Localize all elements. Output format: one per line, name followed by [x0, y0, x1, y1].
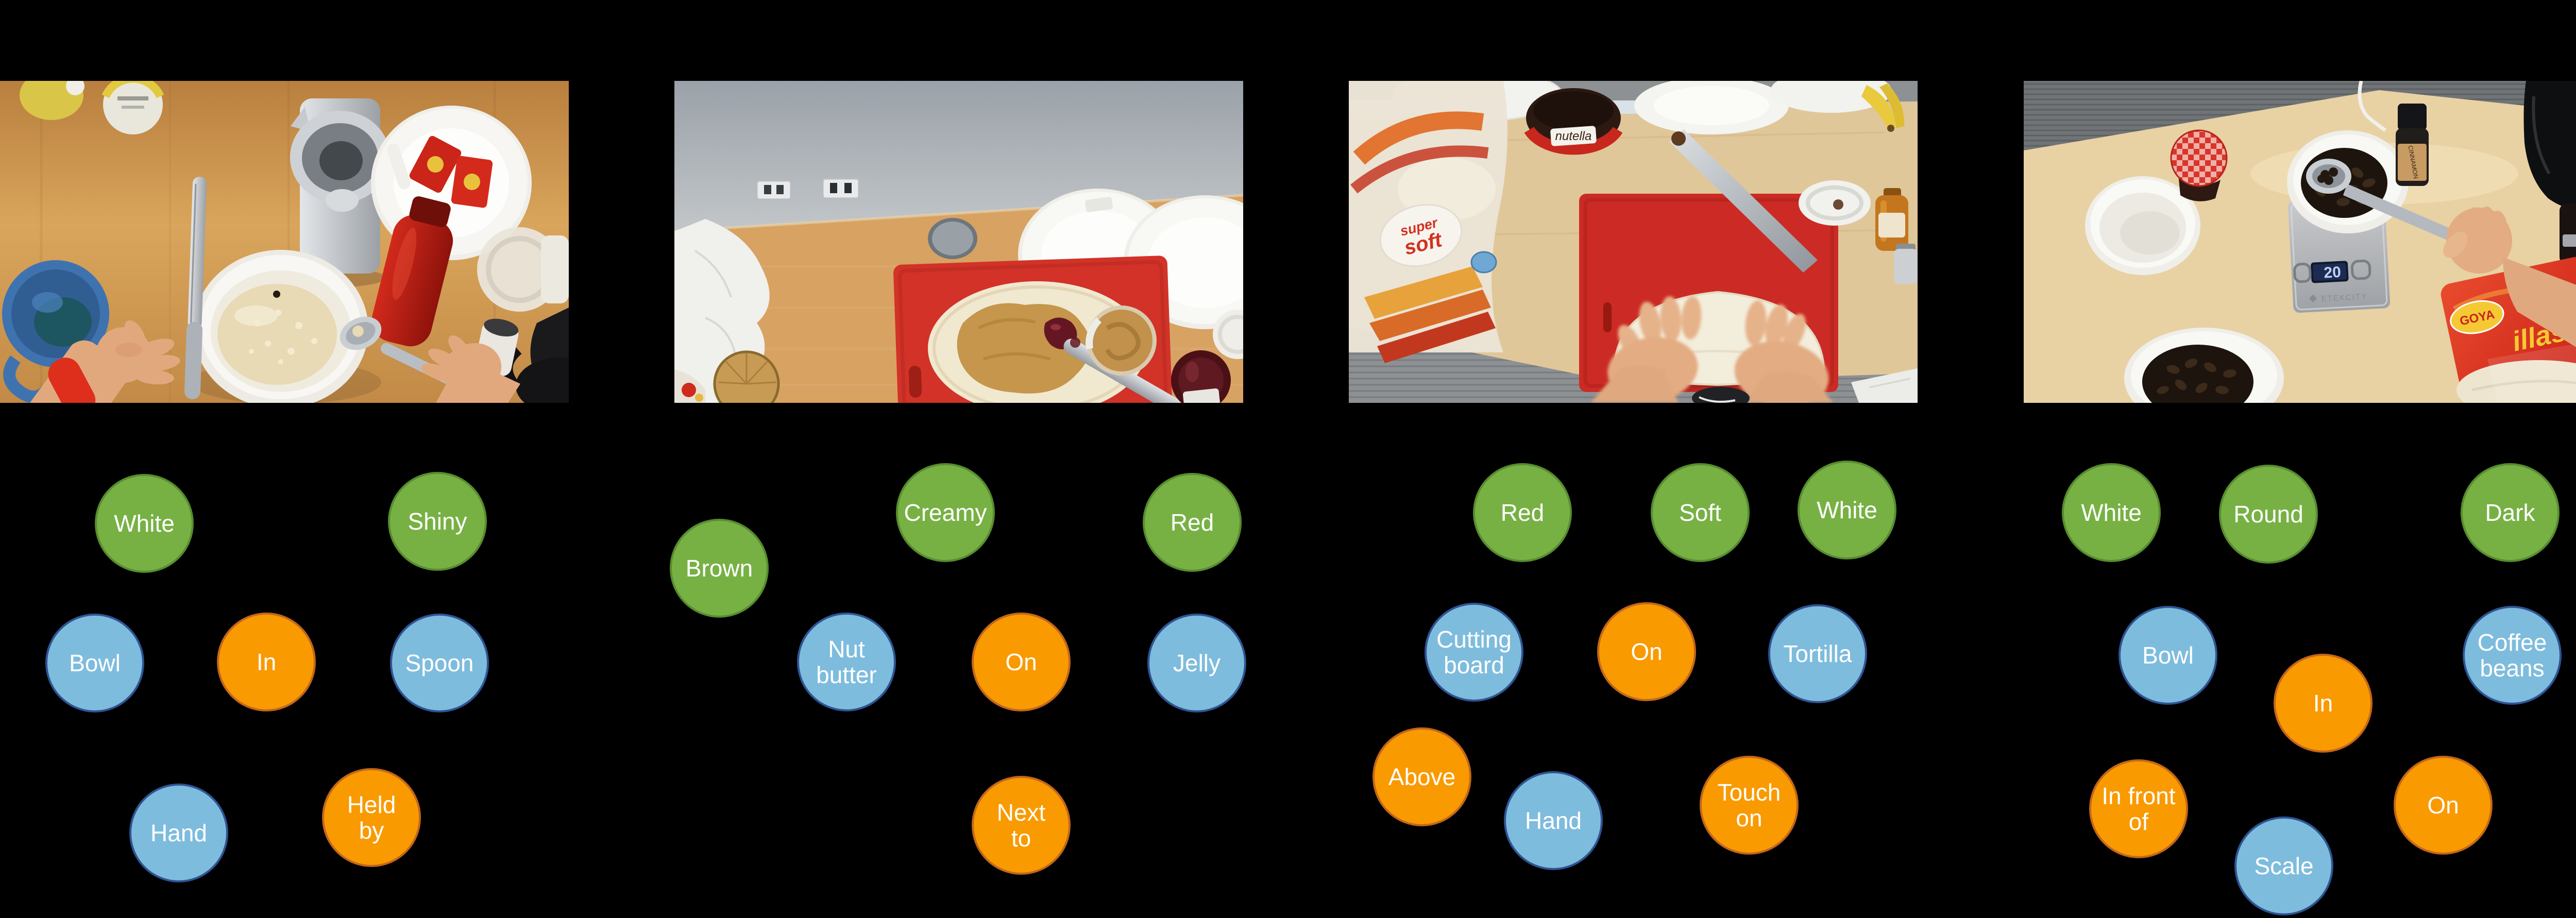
graph-node-cutting-board: Cutting board	[1425, 603, 1523, 702]
scale-button-right	[2350, 259, 2371, 280]
photo-oatmeal-scene	[0, 81, 569, 403]
graph-node-above: Above	[1372, 727, 1471, 826]
graph-node-creamy: Creamy	[896, 463, 995, 562]
measuring-spoon	[2306, 159, 2462, 245]
graph-node-in-front-of: In front of	[2089, 759, 2188, 858]
right-hand	[421, 335, 520, 403]
beans-bowl-bottom	[2124, 328, 2284, 403]
board-handle-slot	[908, 366, 922, 398]
graph-node-bowl: Bowl	[45, 614, 144, 712]
coffee-beans	[2157, 358, 2236, 395]
left-hand	[1591, 296, 1702, 403]
graph-node-on: On	[2394, 756, 2493, 855]
graph-node-white: White	[2062, 463, 2161, 562]
wrapped-tortillas	[2456, 344, 2576, 403]
red-bottle	[371, 196, 453, 347]
graph-node-round: Round	[2219, 465, 2318, 564]
graph-node-held-by: Held by	[322, 768, 421, 867]
graph-node-white: White	[1798, 461, 1896, 559]
grommet-hole	[928, 218, 977, 259]
right-hand	[2443, 207, 2576, 347]
banana	[1861, 83, 1905, 132]
knife	[1669, 129, 1818, 273]
graph-node-in: In	[217, 613, 316, 711]
dark-jar	[2560, 203, 2576, 264]
kettle	[2523, 81, 2576, 264]
empty-bowl	[2085, 176, 2200, 275]
graph-node-in: In	[2274, 654, 2372, 753]
graph-node-bowl: Bowl	[2119, 606, 2217, 705]
graph-node-hand: Hand	[1504, 771, 1603, 870]
power-outlets	[756, 178, 860, 200]
knife	[184, 177, 207, 399]
red-packets	[409, 135, 493, 208]
graph-node-soft: Soft	[1651, 463, 1750, 562]
red-spatula	[48, 358, 96, 403]
forearm	[2503, 257, 2576, 347]
bread-bag-corner	[674, 369, 705, 403]
graph-node-on: On	[1597, 602, 1696, 701]
shoe	[1692, 387, 1750, 403]
tortilla-package: super soft	[1349, 81, 1507, 363]
oatmeal	[217, 284, 337, 385]
honey-bottle	[1875, 188, 1908, 251]
graph-node-red: Red	[1473, 463, 1572, 562]
white-lid	[1213, 310, 1243, 359]
graph-node-red: Red	[1143, 473, 1242, 572]
photo-coffee-beans-scene: 20 ETEKCITY	[2024, 81, 2576, 403]
scale-display-value: 20	[2324, 264, 2342, 282]
board-handle-slot	[1603, 302, 1612, 332]
graph-node-shiny: Shiny	[388, 472, 487, 571]
graph-node-brown: Brown	[670, 519, 769, 618]
spice-jar	[1894, 244, 1918, 284]
scale-brand: ETEKCITY	[2321, 292, 2367, 303]
photo-nut-butter-jelly-scene	[674, 81, 1243, 403]
jelly-jar	[1171, 350, 1231, 403]
hands	[1591, 296, 1833, 403]
graph-node-scale: Scale	[2234, 817, 2333, 915]
white-cloth	[1851, 368, 1918, 403]
left-hand	[30, 320, 180, 403]
right-hand	[1734, 300, 1833, 403]
graph-node-tortilla: Tortilla	[1768, 604, 1867, 703]
graph-node-on: On	[972, 613, 1071, 711]
nutella-label: nutella	[1555, 129, 1592, 143]
graph-node-jelly: Jelly	[1147, 614, 1246, 712]
peppercorn	[273, 291, 280, 298]
count-sticker	[1470, 251, 1497, 274]
nutella-jar: nutella	[1524, 88, 1623, 155]
graph-node-dark: Dark	[2461, 463, 2560, 562]
canister	[101, 81, 164, 134]
graph-node-coffee-beans: Coffee beans	[2463, 606, 2562, 705]
graph-node-next-to: Next to	[972, 776, 1071, 875]
white-lid	[1799, 180, 1871, 226]
dark-mug-corner	[474, 308, 569, 403]
graph-node-spoon: Spoon	[390, 614, 489, 712]
scale-button-left	[2293, 263, 2312, 283]
photo-tortilla-folding-scene: nutella	[1349, 81, 1918, 403]
white-tube	[387, 143, 411, 190]
graph-node-nut-butter: Nut butter	[797, 613, 896, 711]
oatmeal-bowl	[191, 250, 381, 403]
jam-jar	[2170, 129, 2228, 201]
cinnamon-bottle: CINNAMON	[2396, 104, 2429, 186]
white-container	[541, 235, 569, 303]
graph-node-touch-on: Touch on	[1700, 756, 1799, 855]
skewer-cup	[713, 350, 780, 403]
peanut-butter-jar	[1086, 305, 1157, 376]
super-soft-badge: super soft	[1379, 203, 1463, 267]
graph-node-hand: Hand	[129, 784, 228, 882]
power-cord	[2358, 81, 2386, 132]
yellow-bottle	[20, 81, 84, 120]
graph-node-white: White	[95, 474, 194, 573]
